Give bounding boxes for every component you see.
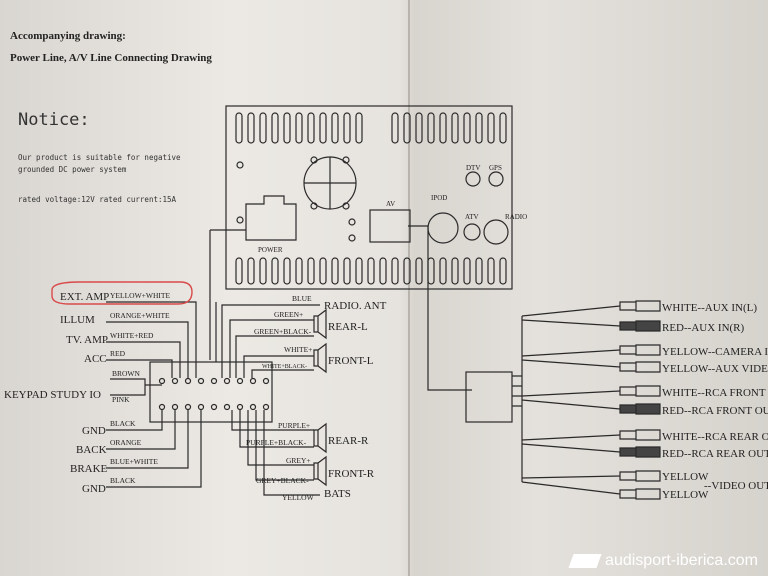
wire-grey-black: GREY+BLACK- — [256, 476, 309, 485]
label-gnd-2: GND — [82, 483, 106, 495]
label-back: BACK — [76, 444, 107, 456]
wire-green-black: GREEN+BLACK- — [254, 327, 312, 336]
wire-orange-white: ORANGE+WHITE — [110, 311, 170, 320]
notice-line-2: grounded DC power system — [18, 165, 127, 174]
ipod-port — [427, 212, 459, 244]
doc-subtitle: Power Line, A/V Line Connecting Drawing — [10, 52, 212, 64]
label-tv-amp: TV. AMP — [66, 334, 108, 346]
dtv-port — [465, 171, 481, 187]
notice-line-3: rated voltage:12V rated current:15A — [18, 195, 177, 204]
doc-title: Accompanying drawing: — [10, 30, 126, 42]
rca-aux-video: YELLOW--AUX VIDEO — [662, 363, 768, 375]
label-front-r: FRONT-R — [328, 468, 375, 480]
label-gnd-1: GND — [82, 425, 106, 437]
bottom-vents — [235, 257, 507, 285]
watermark-text: audisport-iberica.com — [605, 552, 758, 569]
wire-yellow: YELLOW — [282, 493, 315, 502]
speaker-rear-r-icon — [313, 422, 327, 454]
wire-blue-white: BLUE+WHITE — [110, 457, 158, 466]
av-connector — [369, 209, 411, 243]
fan-icon — [236, 156, 357, 242]
notice-title: Notice: — [18, 110, 90, 130]
rca-plugs — [619, 300, 661, 500]
wire-red: RED — [110, 349, 126, 358]
wire-purple: PURPLE+ — [278, 421, 310, 430]
wire-white-black: WHITE+BLACK- — [262, 364, 307, 370]
watermark: audisport-iberica.com — [568, 552, 758, 570]
rca-camera: YELLOW--CAMERA IN — [662, 346, 768, 358]
page-fold — [408, 0, 410, 576]
rca-video-2: YELLOW — [662, 489, 709, 501]
wire-brown: BROWN — [112, 369, 141, 378]
rca-aux-l: WHITE--AUX IN(L) — [662, 302, 757, 314]
rca-video-1: YELLOW — [662, 471, 709, 483]
wire-yellow-white: YELLOW+WHITE — [110, 291, 170, 300]
label-bats: BATS — [324, 488, 351, 500]
av-plug — [465, 371, 513, 423]
wire-purple-black: PURPLE+BLACK- — [246, 438, 307, 447]
speaker-front-l-icon — [313, 342, 327, 374]
rca-front-r: RED--RCA FRONT OU — [662, 405, 768, 417]
rca-video-out: --VIDEO OUT — [704, 480, 768, 492]
wire-white-red: WHITE+RED — [110, 331, 154, 340]
label-av: AV — [386, 200, 395, 208]
head-unit-outline — [225, 105, 513, 290]
rca-rear-r: RED--RCA REAR OUT — [662, 448, 768, 460]
rca-aux-r: RED--AUX IN(R) — [662, 322, 745, 334]
notice-line-1: Our product is suitable for negative — [18, 153, 181, 162]
label-illum: ILLUM — [60, 314, 95, 326]
speaker-rear-l-icon — [313, 308, 327, 340]
label-dtv: DTV — [466, 164, 480, 172]
label-brake: BRAKE — [70, 463, 108, 475]
atv-port — [463, 223, 481, 241]
label-rear-r: REAR-R — [328, 435, 369, 447]
label-rear-l: REAR-L — [328, 321, 368, 333]
label-acc: ACC — [84, 353, 107, 365]
wire-pink: PINK — [112, 395, 130, 404]
rca-front-l: WHITE--RCA FRONT O — [662, 387, 768, 399]
wire-grey: GREY+ — [286, 456, 311, 465]
label-front-l: FRONT-L — [328, 355, 374, 367]
iso-connector-block — [149, 361, 273, 423]
gps-port — [488, 171, 504, 187]
label-ext-amp: EXT. AMP — [60, 291, 109, 303]
label-ipod: IPOD — [431, 194, 447, 202]
rca-rear-l: WHITE--RCA REAR O — [662, 431, 768, 443]
label-keypad: KEYPAD STUDY IO — [4, 389, 101, 401]
label-radio-ant: RADIO. ANT — [324, 300, 387, 312]
watermark-logo-icon — [568, 554, 602, 568]
wire-orange: ORANGE — [110, 438, 142, 447]
label-atv: ATV — [465, 213, 479, 221]
wire-green: GREEN+ — [274, 310, 303, 319]
wire-white: WHITE+ — [284, 345, 312, 354]
label-radio: RADIO — [505, 213, 527, 221]
top-vents — [235, 112, 507, 144]
wire-black-2: BLACK — [110, 476, 136, 485]
radio-port — [483, 219, 509, 245]
power-connector — [245, 195, 297, 241]
speaker-front-r-icon — [313, 455, 327, 487]
wire-black: BLACK — [110, 419, 136, 428]
wire-blue: BLUE — [292, 294, 312, 303]
label-power: POWER — [258, 246, 283, 254]
label-gps: GPS — [489, 164, 502, 172]
ext-amp-highlight — [51, 281, 193, 305]
